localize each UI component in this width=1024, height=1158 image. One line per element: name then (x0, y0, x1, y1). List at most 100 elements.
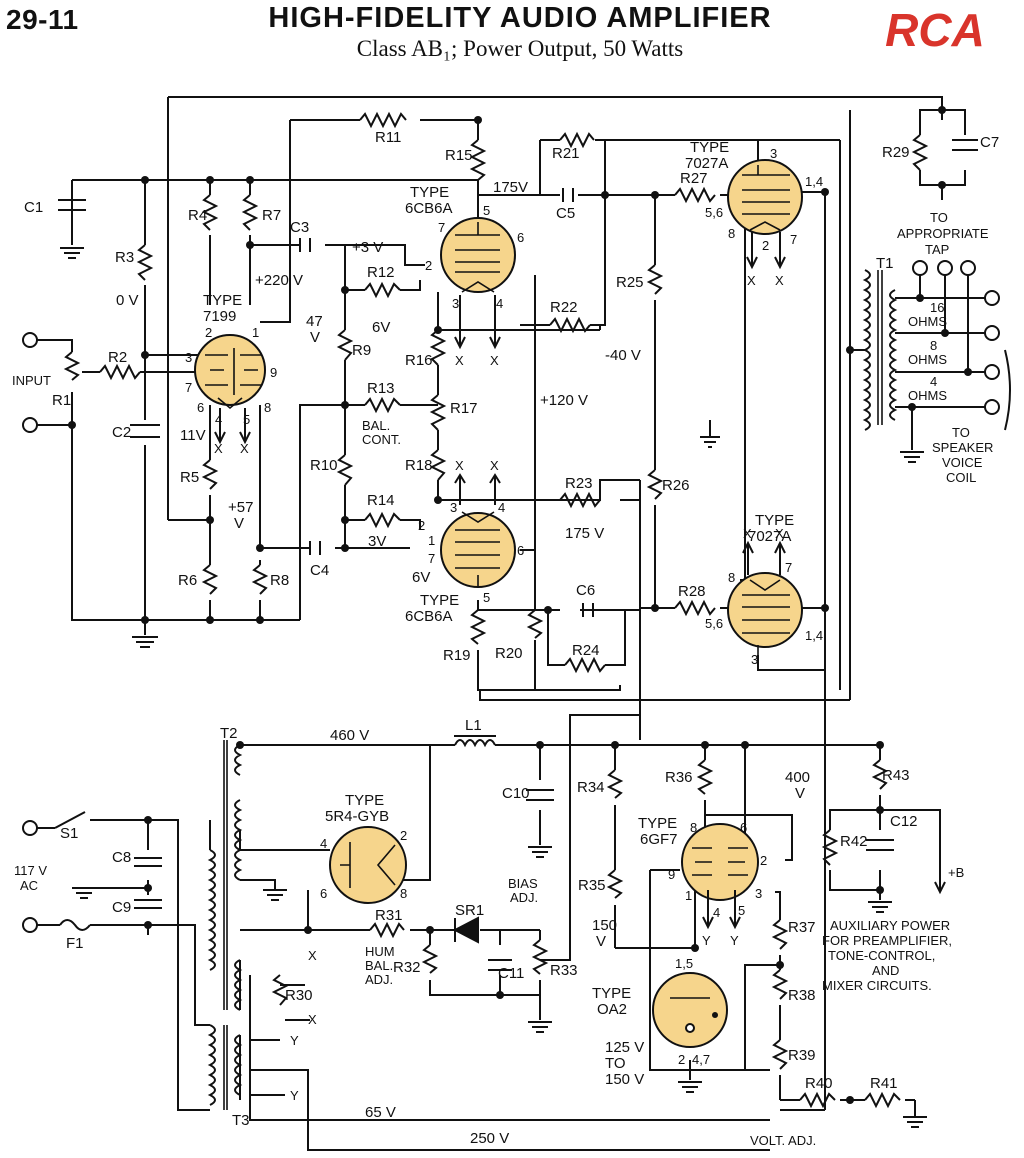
svg-text:5: 5 (738, 903, 745, 918)
svg-text:COIL: COIL (946, 470, 976, 485)
svg-text:INPUT: INPUT (12, 373, 51, 388)
label-r21: R21 (552, 145, 580, 162)
svg-text:5,6: 5,6 (705, 616, 723, 631)
label-t3: T3 (232, 1112, 250, 1129)
svg-text:2: 2 (678, 1052, 685, 1067)
resistor-symbols (63, 111, 929, 1109)
svg-text:7: 7 (790, 232, 797, 247)
svg-text:AND: AND (872, 963, 899, 978)
label-r23: R23 (565, 475, 593, 492)
svg-text:3: 3 (770, 146, 777, 161)
label-r17: R17 (450, 400, 478, 417)
label-r36: R36 (665, 769, 693, 786)
label-l1: L1 (465, 717, 482, 734)
svg-text:175V: 175V (493, 179, 528, 196)
label-r33: R33 (550, 962, 578, 979)
label-r31: R31 (375, 907, 403, 924)
label-r11: R11 (375, 129, 401, 146)
svg-text:BAL.: BAL. (365, 958, 393, 973)
svg-text:X: X (455, 353, 464, 368)
svg-text:175 V: 175 V (565, 525, 604, 542)
svg-text:2: 2 (760, 853, 767, 868)
heater-arrows (214, 232, 1011, 930)
svg-text:X: X (455, 458, 464, 473)
svg-text:47: 47 (306, 313, 323, 330)
page-number: 29-11 (6, 4, 79, 35)
svg-text:6: 6 (517, 230, 524, 245)
label-r41: R41 (870, 1075, 898, 1092)
svg-text:5: 5 (243, 412, 250, 427)
svg-text:Y: Y (702, 933, 711, 948)
svg-text:FOR PREAMPLIFIER,: FOR PREAMPLIFIER, (822, 933, 952, 948)
svg-text:5: 5 (483, 203, 490, 218)
label-r15: R15 (445, 147, 473, 164)
tube-v4-7027a: TYPE 7027A (685, 139, 803, 235)
svg-text:+B: +B (948, 865, 964, 880)
label-r12: R12 (367, 264, 395, 281)
svg-text:TO: TO (605, 1055, 626, 1072)
label-r18: R18 (405, 457, 433, 474)
v5-type: 7027A (748, 528, 791, 545)
svg-text:V: V (596, 933, 606, 950)
svg-text:4: 4 (498, 500, 505, 515)
tube-regulator-6gf7: TYPE 6GF7 (638, 815, 759, 901)
tube-v1-7199: TYPE 7199 (194, 292, 266, 410)
svg-text:8: 8 (400, 886, 407, 901)
label-r2: R2 (108, 349, 127, 366)
svg-text:X: X (308, 948, 317, 963)
svg-text:4: 4 (713, 905, 720, 920)
svg-text:400: 400 (785, 769, 810, 786)
svg-text:9: 9 (270, 365, 277, 380)
svg-text:OHMS: OHMS (908, 388, 947, 403)
svg-text:4: 4 (215, 412, 222, 427)
label-r28: R28 (678, 583, 706, 600)
label-c6: C6 (576, 582, 595, 599)
label-c10: C10 (502, 785, 530, 802)
v1-type-label: TYPE (203, 292, 242, 309)
tube-rectifier-5r4gyb: TYPE 5R4-GYB (325, 792, 407, 904)
svg-text:3: 3 (452, 296, 459, 311)
header: 29-11 HIGH-FIDELITY AUDIO AMPLIFIER Clas… (0, 0, 1024, 70)
label-r20: R20 (495, 645, 523, 662)
label-f1: F1 (66, 935, 84, 952)
label-s1: S1 (60, 825, 78, 842)
label-r14: R14 (367, 492, 395, 509)
svg-text:ADJ.: ADJ. (365, 972, 393, 987)
label-r22: R22 (550, 299, 578, 316)
v3-type: 6CB6A (405, 608, 453, 625)
svg-text:1,4: 1,4 (805, 628, 823, 643)
svg-text:1: 1 (428, 533, 435, 548)
rect-type: 5R4-GYB (325, 808, 389, 825)
svg-text:16: 16 (930, 300, 944, 315)
svg-text:7: 7 (428, 551, 435, 566)
label-r19: R19 (443, 647, 471, 664)
svg-text:3: 3 (755, 886, 762, 901)
svg-text:AC: AC (20, 878, 38, 893)
label-c9: C9 (112, 899, 131, 916)
svg-text:0 V: 0 V (116, 292, 139, 309)
svg-text:65 V: 65 V (365, 1104, 396, 1121)
svg-text:X: X (775, 273, 784, 288)
label-c8: C8 (112, 849, 131, 866)
text-annotations: INPUT BAL. CONT. TO APPROPRIATE TAP 16 O… (12, 210, 993, 1148)
svg-text:Y: Y (730, 933, 739, 948)
capacitor-symbols (58, 139, 978, 971)
label-c3: C3 (290, 219, 309, 236)
label-r24: R24 (572, 642, 600, 659)
v3-type-label: TYPE (420, 592, 459, 609)
svg-text:3: 3 (751, 652, 758, 667)
svg-text:X: X (743, 526, 752, 541)
label-c1: C1 (24, 199, 43, 216)
page-title: HIGH-FIDELITY AUDIO AMPLIFIER (268, 2, 772, 34)
svg-text:8: 8 (690, 820, 697, 835)
svg-text:X: X (747, 273, 756, 288)
svg-text:+3 V: +3 V (352, 239, 383, 256)
svg-text:+57: +57 (228, 499, 253, 516)
label-r10: R10 (310, 457, 338, 474)
label-r34: R34 (577, 779, 605, 796)
svg-text:BAL.: BAL. (362, 418, 390, 433)
label-r4: R4 (188, 207, 207, 224)
rca-logo: RCA (885, 10, 985, 50)
label-r37: R37 (788, 919, 816, 936)
label-r38: R38 (788, 987, 816, 1004)
